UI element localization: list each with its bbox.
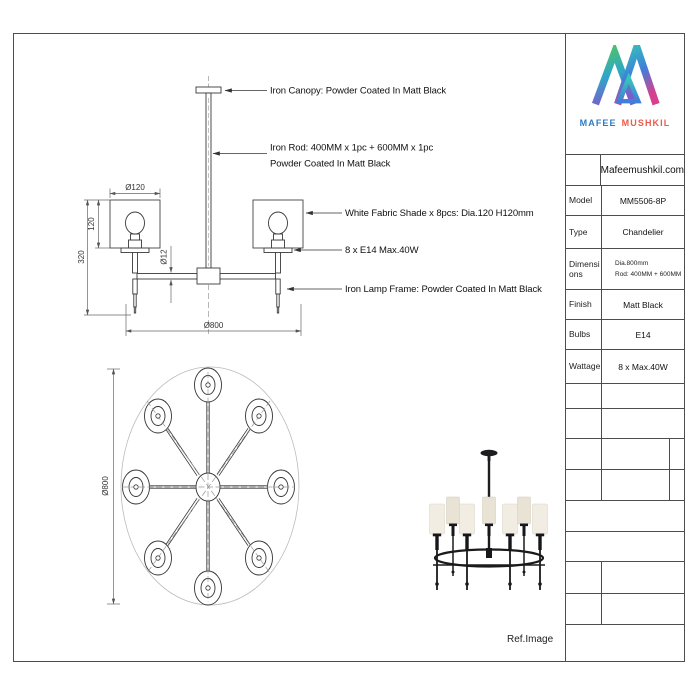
dim-shade-diameter: Ø120 — [109, 183, 161, 198]
iron-canopy — [195, 86, 222, 94]
ref-canopy — [480, 449, 498, 457]
annotation-shade: White Fabric Shade x 8pcs: Dia.120 H120m… — [345, 208, 534, 219]
spec-row-bulbs: Bulbs E14 — [566, 320, 684, 350]
bulb — [125, 211, 145, 235]
dim-shade-height: 120 — [84, 199, 110, 249]
ref-hub — [486, 548, 492, 558]
brand-logo-icon — [591, 45, 660, 106]
spec-value: Chandelier — [622, 227, 664, 237]
fabric-shade — [252, 199, 304, 249]
dimension-line1: Dia.800mm — [615, 259, 649, 267]
spec-label: Bulbs — [566, 320, 602, 349]
annotation-canopy: Iron Canopy: Powder Coated In Matt Black — [270, 86, 446, 97]
side-view — [109, 76, 304, 334]
dim-label: Ø800 — [204, 321, 224, 330]
brand-website: Mafeemushkil.com — [600, 164, 684, 176]
spec-empty-row — [566, 439, 684, 470]
annotation-bulb: 8 x E14 Max.40W — [345, 245, 419, 256]
left-lamp — [109, 199, 161, 314]
spec-value: Dia.800mm Rod: 400MM + 600MM — [602, 249, 684, 289]
brand-name-secondary: MUSHKIL — [621, 118, 671, 128]
bulb — [268, 211, 288, 235]
spec-value: E14 — [635, 329, 651, 340]
dim-label: Ø120 — [125, 183, 145, 192]
dim-label: Ø800 — [101, 476, 110, 496]
right-arm — [219, 273, 276, 280]
ref-leg-balls — [435, 570, 542, 586]
spec-empty-row — [566, 409, 684, 439]
top-view-centerlines — [122, 372, 295, 602]
ref-back-shades — [446, 496, 531, 576]
dim-arm-diameter: Ø12 — [160, 246, 173, 303]
dim-label: 120 — [87, 217, 96, 231]
spec-label: Dimensions — [566, 249, 602, 289]
sheet-frame: Ø120 120 320 Ø12 Ø800 — [13, 33, 685, 662]
spec-row-wattage: Wattage 8 x Max.40W — [566, 350, 684, 384]
spec-label: Wattage — [566, 350, 602, 383]
side-view-annotations: Iron Canopy: Powder Coated In Matt Black… — [212, 86, 542, 295]
left-arm — [136, 273, 198, 280]
dim-label: Ø12 — [160, 249, 169, 265]
dimension-line2: Rod: 400MM + 600MM — [615, 271, 682, 278]
ref-image-label: Ref.Image — [507, 634, 554, 645]
spec-empty-row — [566, 625, 684, 661]
spec-label: Finish — [566, 290, 602, 319]
spec-value: Matt Black — [623, 299, 663, 310]
spec-empty-row — [566, 384, 684, 409]
spec-empty-row — [566, 594, 684, 625]
side-view-dimensions: Ø120 120 320 Ø12 Ø800 — [77, 183, 302, 336]
finial — [132, 278, 138, 295]
right-lamp — [252, 199, 304, 314]
fabric-shade — [109, 199, 161, 249]
annotation-rod-line1: Iron Rod: 400MM x 1pc + 600MM x 1pc — [270, 143, 433, 154]
center-hub — [196, 267, 221, 285]
spec-row-dimensions: Dimensions Dia.800mm Rod: 400MM + 600MM — [566, 249, 684, 290]
annotation-rod-line2: Powder Coated In Matt Black — [270, 159, 391, 170]
spec-empty-row — [566, 562, 684, 594]
spec-row-website: Mafeemushkil.com — [566, 155, 684, 186]
reference-image — [429, 449, 548, 590]
annotation-lamp-frame: Iron Lamp Frame: Powder Coated In Matt B… — [345, 284, 542, 295]
finial — [275, 278, 281, 295]
ref-front-shades — [429, 503, 548, 550]
top-view: Ø800 — [101, 366, 300, 606]
logo-crossbar-triangle — [615, 72, 642, 104]
spec-empty-row — [566, 501, 684, 532]
spec-label: Type — [566, 216, 602, 248]
brand-wordmark: MAFEE MUSHKIL — [580, 118, 671, 128]
spec-value: 8 x Max.40W — [618, 361, 668, 372]
spec-empty-row — [566, 532, 684, 562]
technical-drawing: Ø120 120 320 Ø12 Ø800 — [77, 76, 554, 645]
dim-body-height: 320 — [77, 199, 131, 316]
top-view-shade-centers — [133, 382, 284, 591]
spec-panel: MAFEE MUSHKIL Mafeemushkil.com Model MM5… — [565, 34, 684, 661]
dim-overall-diameter-side: Ø800 — [125, 304, 302, 336]
spec-value: MM5506-8P — [619, 195, 667, 206]
dim-overall-diameter-top: Ø800 — [101, 368, 120, 605]
spec-label-empty — [566, 155, 601, 185]
spec-row-model: Model MM5506-8P — [566, 186, 684, 216]
spec-empty-row — [566, 470, 684, 501]
spec-label: Model — [566, 186, 602, 215]
spec-row-finish: Finish Matt Black — [566, 290, 684, 320]
brand-name-primary: MAFEE — [579, 118, 617, 128]
dim-label: 320 — [77, 250, 86, 264]
brand-logo-cell: MAFEE MUSHKIL — [566, 34, 684, 155]
spec-row-type: Type Chandelier — [566, 216, 684, 249]
